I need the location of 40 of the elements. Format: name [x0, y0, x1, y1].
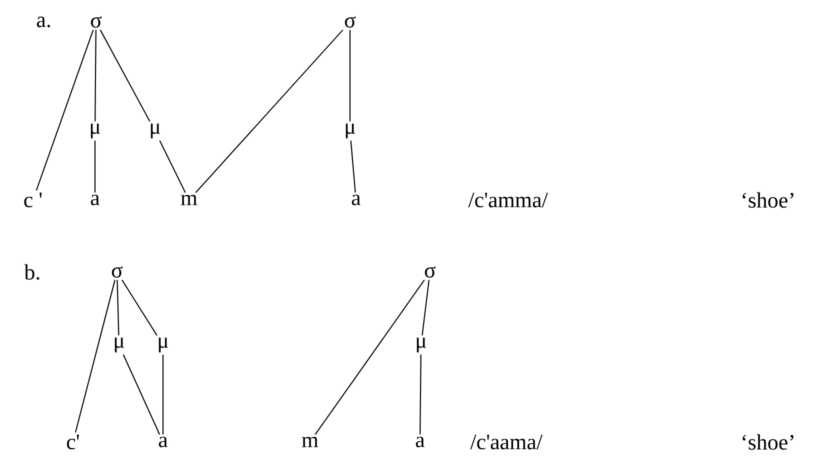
example-label: a. — [36, 16, 50, 28]
transcription: /c'aama/ — [470, 434, 543, 450]
gloss: ‘shoe’ — [742, 434, 794, 450]
tree-symbol: μ — [90, 124, 100, 138]
association-line — [94, 30, 96, 122]
association-line — [122, 280, 158, 336]
tree-symbol: σ — [344, 16, 356, 28]
association-line — [94, 140, 96, 193]
example-label: b. — [24, 264, 40, 280]
tree-symbol: σ — [424, 266, 436, 278]
tree-symbol: a — [352, 194, 361, 206]
tree-symbol: c' — [66, 434, 79, 450]
tree-symbol: m — [180, 194, 198, 206]
association-line — [350, 140, 356, 193]
association-line — [195, 30, 344, 193]
association-line — [74, 280, 116, 433]
association-line — [314, 280, 425, 435]
tree-symbol: μ — [416, 338, 426, 352]
tree-symbol: a — [158, 436, 168, 448]
association-line — [122, 354, 160, 435]
association-line — [36, 30, 94, 191]
tree-symbol: a — [90, 194, 100, 206]
association-line — [162, 354, 164, 435]
transcription: /c'amma/ — [468, 192, 548, 208]
tree-symbol: μ — [150, 124, 160, 138]
association-line — [422, 280, 430, 336]
tree-symbol: μ — [114, 338, 124, 352]
association-line — [100, 30, 150, 122]
tree-symbol: m — [302, 436, 318, 448]
tree-symbol: μ — [346, 124, 355, 138]
gloss: ‘shoe’ — [742, 192, 794, 208]
association-line — [420, 354, 422, 435]
tree-symbol: c ' — [24, 192, 42, 208]
association-line — [116, 280, 120, 336]
association-line — [349, 30, 351, 122]
association-line — [159, 140, 186, 193]
tree-symbol: σ — [90, 16, 102, 28]
tree-symbol: a — [416, 436, 425, 448]
tree-symbol: μ — [158, 338, 168, 352]
tree-symbol: σ — [112, 266, 123, 278]
